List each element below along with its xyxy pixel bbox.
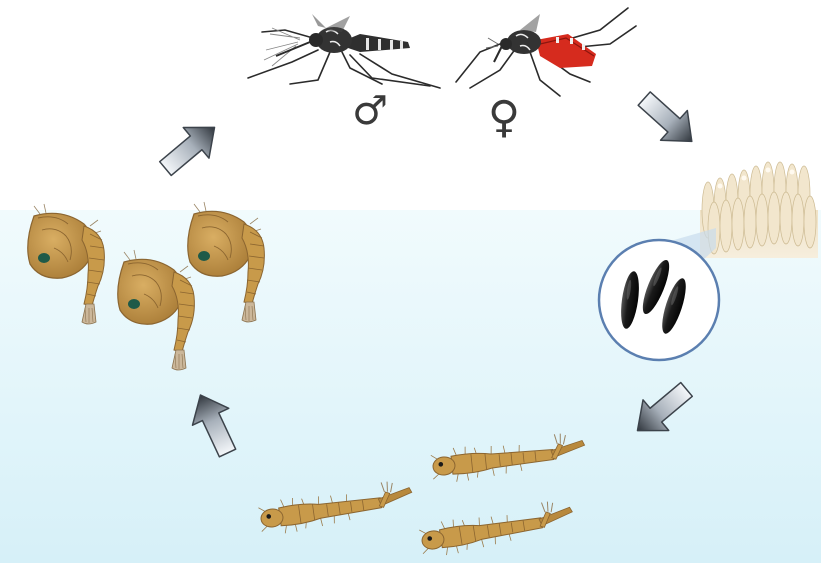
arrow-adults-to-eggs	[631, 84, 705, 157]
female-symbol: ♀	[488, 92, 520, 143]
female-mosquito	[456, 8, 636, 96]
male-symbol: ♂	[352, 88, 388, 134]
male-mosquito	[248, 14, 440, 88]
arrow-pupae-to-adults	[153, 112, 228, 184]
adult-mosquitoes: ♂ ♀	[248, 8, 636, 143]
egg-raft	[700, 162, 818, 258]
eggs-magnified	[599, 240, 719, 360]
